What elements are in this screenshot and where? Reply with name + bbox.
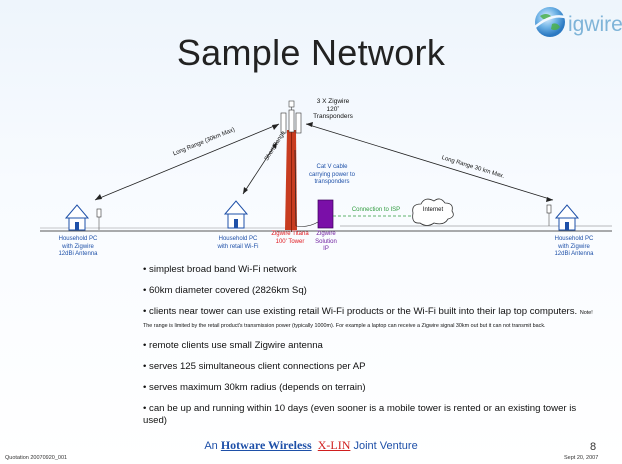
tower xyxy=(280,100,302,232)
bullet-item: • can be up and running within 10 days (… xyxy=(143,402,577,427)
long-range-right-arrow xyxy=(305,122,554,202)
solution-label: Zigwire Solution IP xyxy=(315,231,337,252)
long-range-left-arrow xyxy=(94,123,280,201)
house-left-label: Household PC with Zigwire 12dBi Antenna xyxy=(58,236,98,257)
bullet-item: • remote clients use small Zigwire anten… xyxy=(143,339,323,351)
hotware-link[interactable]: Hotware Wireless xyxy=(220,438,312,452)
globe-icon xyxy=(533,7,569,37)
bullet-item: • serves 125 simultaneous client connect… xyxy=(143,360,366,372)
house-mid-icon xyxy=(223,200,249,229)
bullet-list: • simplest broad band Wi-Fi network • 60… xyxy=(143,264,598,436)
page-title: Sample Network xyxy=(176,32,446,73)
tower-top-label: 3 X Zigwire 120˚ Transponders xyxy=(313,98,353,120)
house-left-icon xyxy=(64,204,102,231)
page-number: 8 xyxy=(590,441,597,453)
slide-date: Sept 20, 2007 xyxy=(564,455,599,461)
bullet-note: Note! The range is limited by the retail… xyxy=(143,310,593,329)
bullet-item: • serves maximum 30km radius (depends on… xyxy=(143,381,366,393)
internet-cloud xyxy=(412,198,454,226)
house-right-icon xyxy=(546,204,580,231)
joint-venture-footer: An Hotware Wireless X-LIN Joint Venture xyxy=(204,438,418,452)
house-right-label: Household PC with Zigwire 12dBi Antenna xyxy=(554,236,594,257)
quotation-number: Quotation 20070920_001 xyxy=(5,455,68,461)
cat-v-cable xyxy=(294,149,297,227)
house-mid-label: Household PC with retail Wi-Fi xyxy=(217,236,259,250)
cable-label: Cat V cable carrying power to transponde… xyxy=(308,164,356,185)
xlin-link[interactable]: X-LIN xyxy=(317,438,351,452)
bullet-item: • clients near tower can use existing re… xyxy=(143,306,593,329)
connection-label: Connection to ISP xyxy=(351,207,401,213)
short-range-arrow xyxy=(242,141,278,195)
bullet-item: • simplest broad band Wi-Fi network xyxy=(143,264,297,275)
logo-text: igwire xyxy=(568,13,622,36)
internet-label: Internet xyxy=(422,207,444,213)
tower-label: Zigwire Titana 100' Tower xyxy=(271,231,309,245)
zigwire-logo xyxy=(533,7,569,37)
solution-box xyxy=(317,199,334,229)
bullet-item: • 60km diameter covered (2826km Sq) xyxy=(143,285,307,296)
